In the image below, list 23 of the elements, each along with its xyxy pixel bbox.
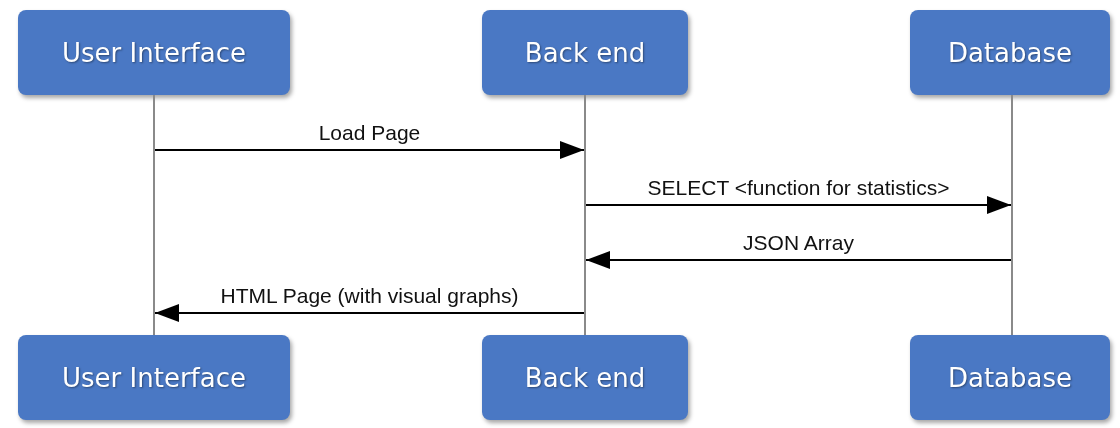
participant-name: User Interface xyxy=(62,362,246,393)
message-arrow xyxy=(585,196,1012,214)
participant-name: User Interface xyxy=(62,37,246,68)
message-label: HTML Page (with visual graphs) xyxy=(220,284,519,308)
participant-name: Database xyxy=(947,362,1073,393)
participant-name: Database xyxy=(947,37,1073,68)
participant-box xyxy=(18,10,290,95)
participant-box xyxy=(482,335,688,420)
participant-box xyxy=(18,335,290,420)
participant-name: Back end xyxy=(524,362,646,393)
participant-box xyxy=(910,10,1110,95)
participant-box xyxy=(482,10,688,95)
message-arrow xyxy=(154,304,585,322)
participant-box xyxy=(910,335,1110,420)
message-arrow xyxy=(154,141,585,159)
message-label: Load Page xyxy=(318,121,421,145)
message-label: JSON Array xyxy=(743,231,854,255)
message-label: SELECT <function for statistics> xyxy=(647,176,950,200)
participant-name: Back end xyxy=(524,37,646,68)
lifeline xyxy=(584,95,586,335)
lifeline xyxy=(1011,95,1013,335)
lifeline xyxy=(153,95,155,335)
message-arrow xyxy=(585,251,1012,269)
